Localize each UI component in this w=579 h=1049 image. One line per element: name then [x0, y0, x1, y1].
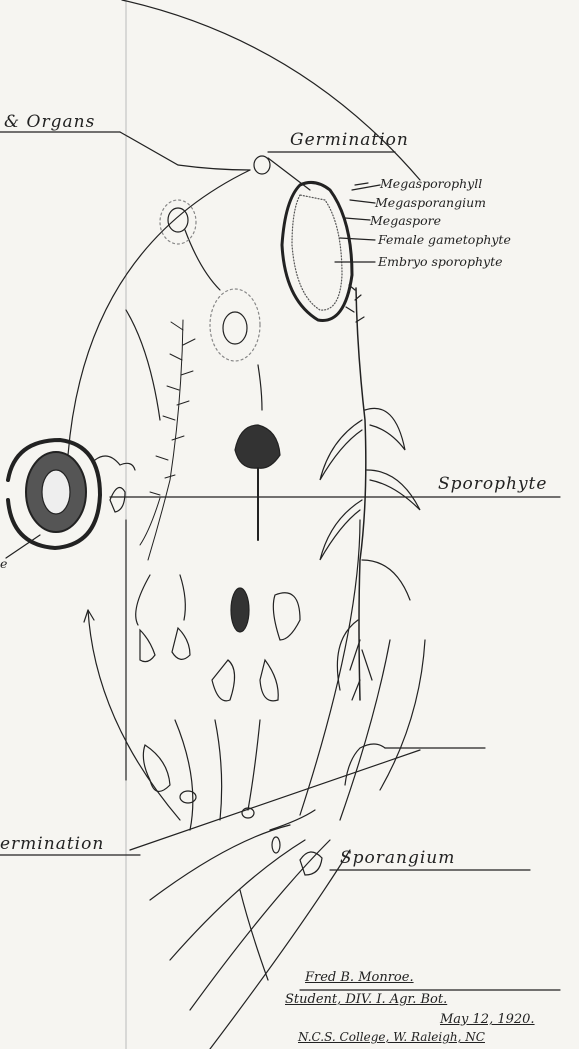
- ovule-part-megasporangium: Megasporangium: [375, 195, 486, 210]
- arc-seedling-down: [258, 365, 262, 410]
- ovule-part-megaspore: Megaspore: [370, 213, 441, 228]
- seedling: [223, 312, 247, 344]
- leader-3: [345, 218, 370, 220]
- seedling-halo: [210, 289, 260, 361]
- seed-section: [8, 440, 135, 548]
- ovule-part-embryo-sporophyte: Embryo sporophyte: [378, 254, 503, 269]
- leader-2: [350, 200, 375, 203]
- organs-label: & Organs: [4, 112, 95, 132]
- cell-a: [180, 791, 196, 803]
- ovule-part-megasporophyll: Megasporophyll: [380, 176, 482, 191]
- signature-line3: N.C.S. College, W. Raleigh, NC: [298, 1030, 485, 1044]
- outer-arc-top: [122, 0, 420, 180]
- arc-seed-down-left: [126, 310, 160, 420]
- sporophyte-label: Sporophyte: [438, 474, 547, 494]
- sporangium-drawing: [300, 852, 322, 875]
- leader-1: [352, 185, 380, 190]
- lower-left-cell: [143, 745, 170, 791]
- sporangium-label: Sporangium: [340, 848, 455, 868]
- ovule-part-female-gametophyte: Female gametophyte: [378, 232, 511, 247]
- spore-top: [254, 156, 270, 174]
- germination-bottom-label: ermination: [0, 834, 104, 854]
- sporophyte-plant: [320, 285, 420, 700]
- germination-top-label: Germination: [290, 130, 409, 150]
- arc-organs-to-germ: [120, 132, 250, 170]
- left-cut-label: e: [0, 556, 7, 571]
- arc-germ-to-seedling: [185, 230, 220, 290]
- signature-line1: Student, DIV. I. Agr. Bot.: [285, 992, 447, 1007]
- lower-organs: [136, 575, 300, 701]
- leader-4: [340, 238, 375, 240]
- dark-cone: [235, 425, 280, 540]
- signature-date: May 12, 1920.: [440, 1012, 535, 1027]
- signature-name: Fred B. Monroe.: [305, 970, 414, 985]
- conifer-branch: [140, 320, 195, 560]
- arc-to-ovule: [268, 158, 310, 190]
- cell-c: [272, 837, 280, 853]
- spore-mid: [168, 208, 188, 232]
